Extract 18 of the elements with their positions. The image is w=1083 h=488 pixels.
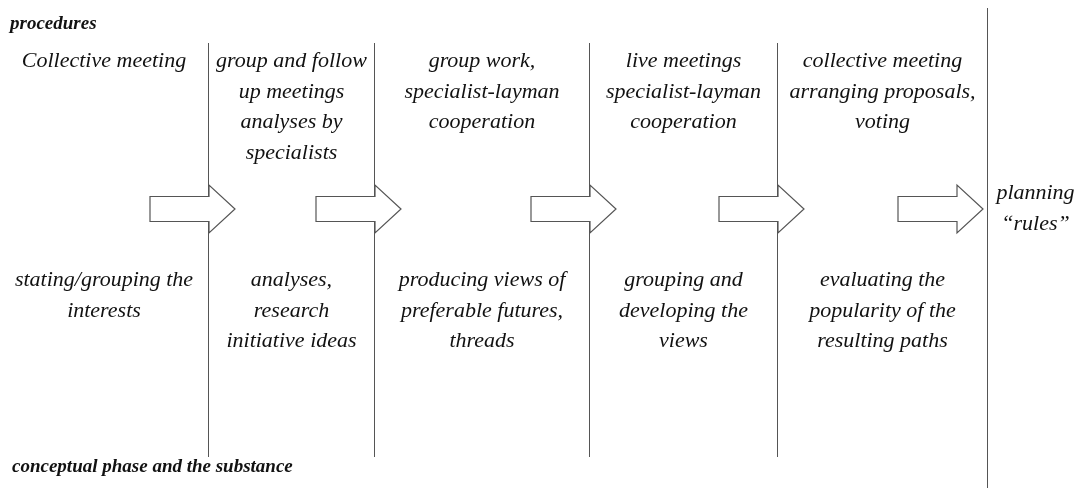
procedure-text: planning “rules” bbox=[994, 178, 1076, 237]
substance-text: stating/grouping the interests bbox=[13, 265, 195, 324]
section-heading: procedures bbox=[10, 12, 97, 34]
substance-text: analyses, research initiative ideas bbox=[225, 265, 358, 354]
procedure-text: collective meeting arranging proposals, voting bbox=[788, 46, 977, 135]
section-heading: conceptual phase and the substance bbox=[12, 455, 293, 477]
substance-text: producing views of preferable futures, threads bbox=[396, 265, 569, 354]
block-arrow bbox=[149, 183, 236, 235]
procedure-text: group work, specialist-layman cooperation bbox=[403, 46, 561, 135]
procedure-text: Collective meeting bbox=[20, 46, 188, 74]
procedure-text: live meetings specialist-layman cooperation bbox=[604, 46, 763, 135]
substance-text: grouping and developing the views bbox=[618, 265, 749, 354]
block-arrow bbox=[315, 183, 402, 235]
block-arrow bbox=[897, 183, 984, 235]
block-arrow bbox=[530, 183, 617, 235]
procedure-text: group and follow up meetings analyses by specialists bbox=[215, 46, 368, 166]
substance-text: evaluating the popularity of the resulting paths bbox=[807, 265, 957, 354]
block-arrow bbox=[718, 183, 805, 235]
